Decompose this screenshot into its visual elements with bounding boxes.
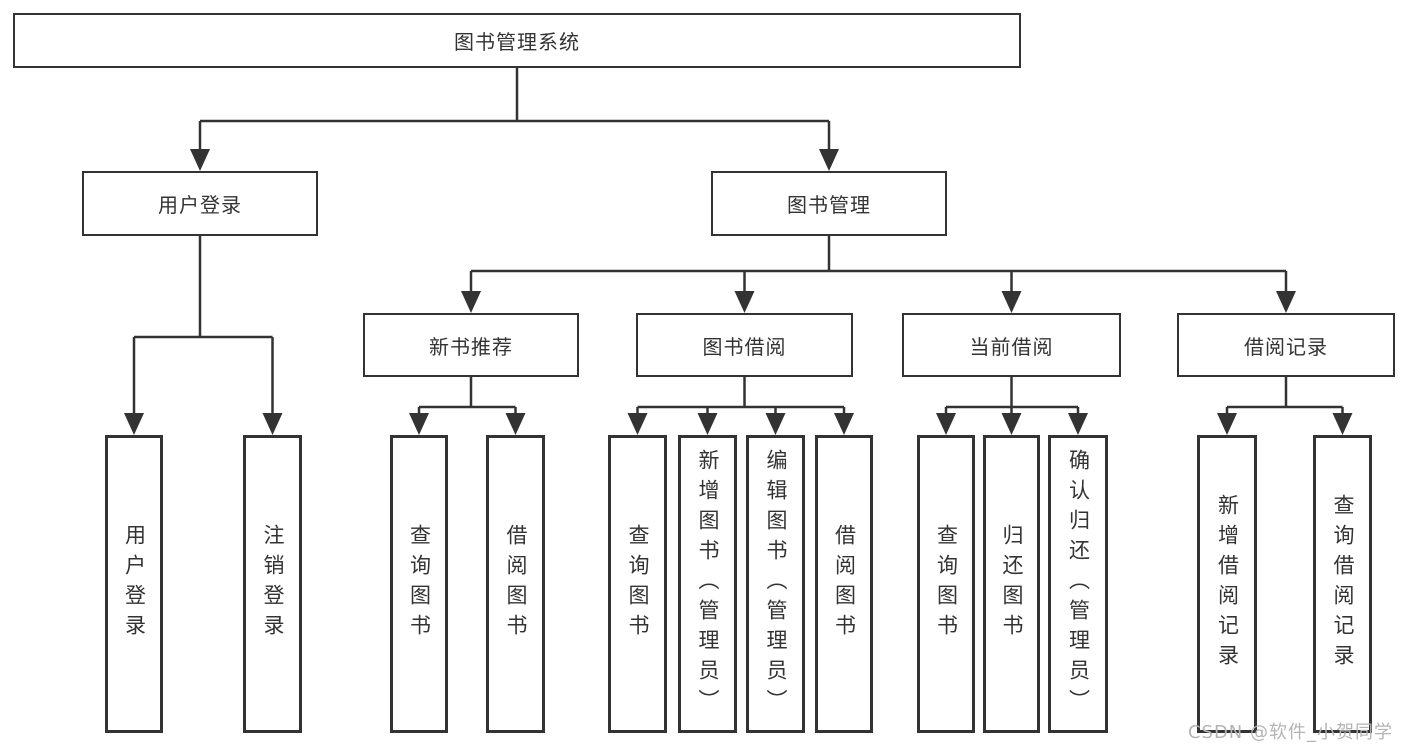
leaf-logout: 注销登录 xyxy=(243,435,302,733)
connector-new-book-to-leaves xyxy=(409,377,526,435)
connector-book-borrow-to-leaves xyxy=(627,377,854,435)
node-library-management-system: 图书管理系统 xyxy=(13,13,1021,68)
leaf-borrow-books: 借阅图书 xyxy=(815,435,873,733)
node-label: 借阅图书 xyxy=(832,524,857,644)
node-label: 新增图书（管理员） xyxy=(696,449,720,719)
node-label: 新书推荐 xyxy=(429,334,513,359)
node-label: 借阅图书 xyxy=(504,524,528,644)
connector-root-to-level2 xyxy=(190,68,839,171)
node-borrowing-records: 借阅记录 xyxy=(1177,313,1395,377)
node-user-login: 用户登录 xyxy=(82,171,318,236)
leaf-user-login: 用户登录 xyxy=(105,435,163,733)
node-label: 注销登录 xyxy=(261,524,285,644)
node-label: 归还图书 xyxy=(1000,524,1024,644)
node-label: 查询图书 xyxy=(626,524,650,644)
node-new-book-recommendation: 新书推荐 xyxy=(363,313,579,377)
leaf-add-book-admin: 新增图书（管理员） xyxy=(678,435,737,733)
node-label: 借阅记录 xyxy=(1244,334,1328,359)
leaf-query-books-borrow: 查询图书 xyxy=(608,435,667,733)
leaf-confirm-return-admin: 确认归还（管理员） xyxy=(1048,435,1108,733)
node-label: 图书借阅 xyxy=(702,334,787,359)
node-label: 图书管理 xyxy=(787,193,871,217)
leaf-add-borrow-record: 新增借阅记录 xyxy=(1197,435,1257,733)
node-label: 查询借阅记录 xyxy=(1331,494,1355,674)
node-current-borrowing: 当前借阅 xyxy=(902,313,1121,377)
connector-user-login-to-leaves xyxy=(124,236,283,435)
node-book-borrowing: 图书借阅 xyxy=(636,313,853,377)
node-label: 新增借阅记录 xyxy=(1215,494,1240,674)
connector-book-management-to-level3 xyxy=(461,236,1296,313)
node-label: 用户登录 xyxy=(158,193,242,217)
connector-borrow-records-to-leaves xyxy=(1217,377,1353,435)
node-label: 当前借阅 xyxy=(969,334,1054,359)
leaf-edit-book-admin: 编辑图书（管理员） xyxy=(746,435,805,733)
node-label: 查询图书 xyxy=(934,524,959,644)
connector-current-borrow-to-leaves xyxy=(936,377,1088,435)
node-book-management: 图书管理 xyxy=(711,171,947,236)
node-label: 图书管理系统 xyxy=(454,30,580,54)
node-label: 用户登录 xyxy=(122,524,147,644)
node-label: 确认归还（管理员） xyxy=(1066,449,1091,719)
node-label: 编辑图书（管理员） xyxy=(764,449,788,719)
leaf-return-books: 归还图书 xyxy=(983,435,1040,733)
leaf-query-books-recommend: 查询图书 xyxy=(390,435,448,733)
leaf-query-borrow-record: 查询借阅记录 xyxy=(1313,435,1372,733)
leaf-query-books-current: 查询图书 xyxy=(917,435,975,733)
node-label: 查询图书 xyxy=(407,524,432,644)
csdn-watermark: CSDN @软件_小贺同学 xyxy=(1187,722,1393,743)
leaf-borrow-books-recommend: 借阅图书 xyxy=(486,435,545,733)
